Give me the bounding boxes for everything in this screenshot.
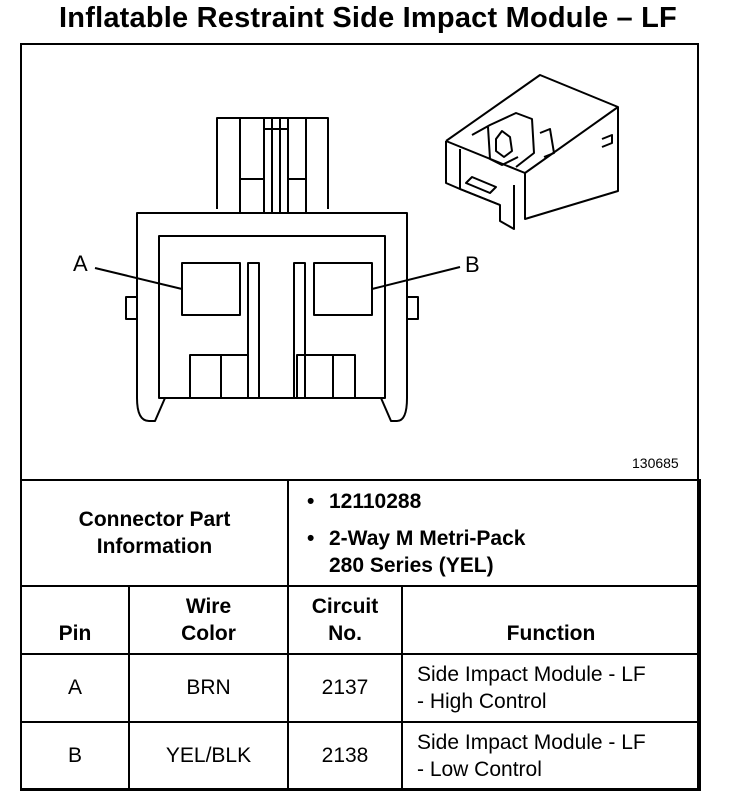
connector-description-line2: 280 Series (YEL): [329, 553, 494, 577]
header-pin: Pin: [20, 585, 130, 655]
header-function-label: Function: [506, 622, 596, 645]
connector-description-line1: 2-Way M Metri-Pack: [329, 526, 526, 550]
table-header-row: Pin Wire Color Circuit No. Function: [20, 585, 702, 655]
header-circuit: Circuit No.: [287, 585, 403, 655]
connector-description-item: • 2-Way M Metri-Pack 280 Series (YEL): [307, 525, 699, 579]
wire-color-cell: YEL/BLK: [128, 721, 289, 791]
function-line2: - Low Control: [417, 758, 542, 781]
function-cell: Side Impact Module - LF - Low Control: [400, 721, 702, 791]
page-title: Inflatable Restraint Side Impact Module …: [59, 2, 677, 34]
connector-face-drawing: [94, 74, 619, 422]
callout-a-label: A: [73, 251, 88, 276]
figure-number: 130685: [632, 455, 679, 471]
function-line1: Side Impact Module - LF: [417, 731, 646, 754]
connector-table: Connector Part Information • 12110288 • …: [20, 479, 702, 791]
bullet-icon: •: [307, 489, 315, 513]
callout-b-label: B: [465, 252, 480, 277]
function-line1: Side Impact Module - LF: [417, 663, 646, 686]
table-row: B YEL/BLK 2138 Side Impact Module - LF -…: [20, 721, 702, 791]
header-pin-label: Pin: [58, 622, 92, 645]
pin-cell: A: [20, 653, 130, 723]
connector-isometric-view: [445, 74, 619, 230]
bullet-icon: •: [307, 526, 315, 550]
connector-part-info-values: • 12110288 • 2-Way M Metri-Pack 280 Seri…: [286, 479, 702, 587]
pin-cell: B: [20, 721, 130, 791]
connector-part-info-label: Connector Part Information: [20, 479, 289, 587]
header-circuit-line1: Circuit: [311, 595, 379, 618]
circuit-cell: 2137: [287, 653, 403, 723]
table-row: A BRN 2137 Side Impact Module - LF - Hig…: [20, 653, 702, 723]
circuit-cell: 2138: [287, 721, 403, 791]
function-line2: - High Control: [417, 690, 547, 713]
part-number: 12110288: [329, 489, 422, 513]
connector-part-label-line1: Connector Part: [78, 508, 231, 531]
part-number-item: • 12110288: [307, 488, 699, 515]
header-wire-color-line1: Wire: [185, 595, 232, 618]
connector-part-label-line2: Information: [96, 535, 213, 558]
connector-face-view: [94, 117, 461, 422]
function-cell: Side Impact Module - LF - High Control: [400, 653, 702, 723]
wire-color-cell: BRN: [128, 653, 289, 723]
connector-part-info-row: Connector Part Information • 12110288 • …: [20, 479, 702, 587]
header-wire-color-line2: Color: [181, 622, 236, 645]
header-function: Function: [400, 585, 702, 655]
header-wire-color: Wire Color: [128, 585, 289, 655]
connector-figure: A B 130685: [20, 43, 699, 480]
header-circuit-line2: No.: [328, 622, 362, 645]
